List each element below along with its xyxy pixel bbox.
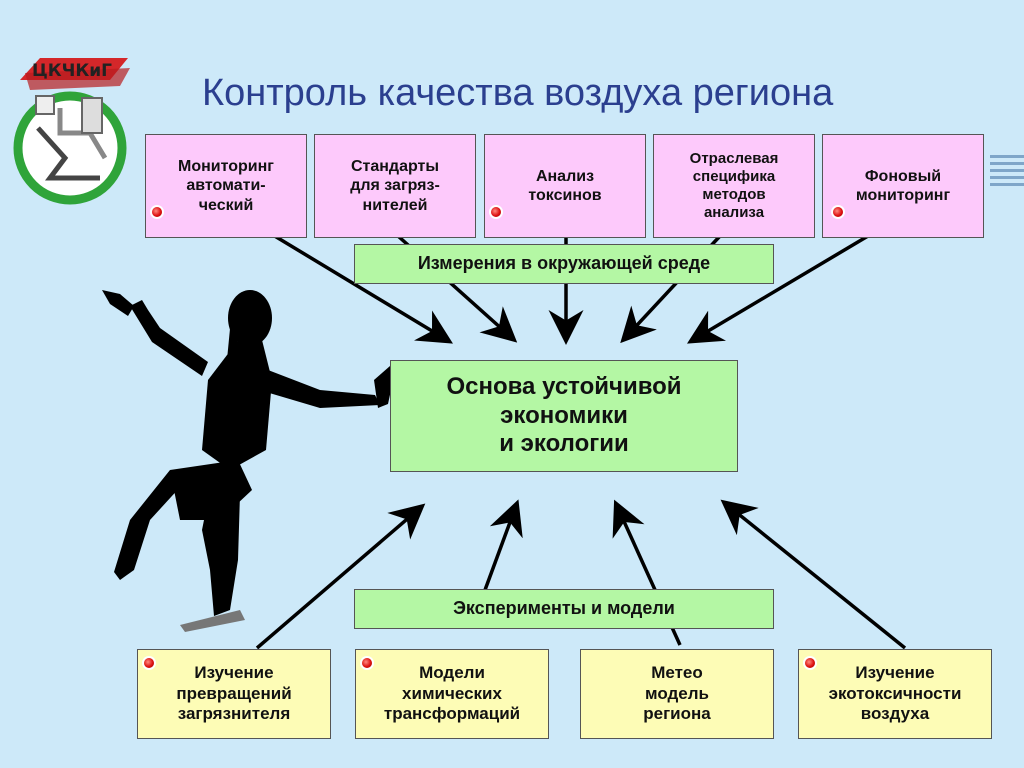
top-box-industry-methods: Отраслевая специфика методов анализа xyxy=(653,134,815,238)
page-title: Контроль качества воздуха региона xyxy=(202,72,834,114)
bottom-box-pollutant-transformation: Изучение превращений загрязнителя xyxy=(137,649,331,739)
bullet-icon xyxy=(491,207,501,217)
bottom-box-meteo-model: Метео модель региона xyxy=(580,649,774,739)
bottom-box-label: Модели химических трансформаций xyxy=(383,663,521,724)
person-silhouette xyxy=(102,290,394,632)
bottom-box-label: Изучение экотоксичности воздуха xyxy=(828,663,962,724)
bottom-box-label: Изучение превращений загрязнителя xyxy=(176,663,292,724)
top-box-toxin-analysis: Анализ токсинов xyxy=(484,134,646,238)
bullet-icon xyxy=(144,658,154,668)
top-box-label: Фоновый мониторинг xyxy=(855,167,951,204)
top-box-label: Стандарты для загряз- нителей xyxy=(350,158,440,214)
bullet-icon xyxy=(362,658,372,668)
bottom-box-ecotoxicity: Изучение экотоксичности воздуха xyxy=(798,649,992,739)
bottom-box-label: Метео модель региона xyxy=(643,663,711,724)
measurements-label: Измерения в окружающей среде xyxy=(354,244,774,284)
experiments-label: Эксперименты и модели xyxy=(354,589,774,629)
arrow-bottom-4 xyxy=(720,499,907,650)
decorative-stripes xyxy=(990,155,1024,186)
arrow-bottom-1 xyxy=(255,503,426,650)
bullet-icon xyxy=(152,207,162,217)
experiments-text: Эксперименты и модели xyxy=(453,598,675,619)
bullet-icon xyxy=(805,658,815,668)
measurements-text: Измерения в окружающей среде xyxy=(417,253,711,274)
top-box-label: Мониторинг автомати- ческий xyxy=(178,158,274,214)
arrow-top-5 xyxy=(686,234,869,344)
top-box-auto-monitoring: Мониторинг автомати- ческий xyxy=(145,134,307,238)
top-box-label: Отраслевая специфика методов анализа xyxy=(689,150,779,221)
bullet-icon xyxy=(833,207,843,217)
center-box: Основа устойчивой экономики и экологии xyxy=(390,360,738,472)
logo: ЦКЧКиГ xyxy=(10,38,140,208)
top-box-standards: Стандарты для загряз- нителей xyxy=(314,134,476,238)
bottom-box-chemical-models: Модели химических трансформаций xyxy=(355,649,549,739)
center-box-text: Основа устойчивой экономики и экологии xyxy=(446,372,682,458)
top-box-label: Анализ токсинов xyxy=(528,167,602,204)
logo-text: ЦКЧКиГ xyxy=(32,61,112,81)
top-box-background-monitoring: Фоновый мониторинг xyxy=(822,134,984,238)
arrow-bottom-2 xyxy=(483,499,523,591)
arrow-top-1 xyxy=(267,230,453,344)
